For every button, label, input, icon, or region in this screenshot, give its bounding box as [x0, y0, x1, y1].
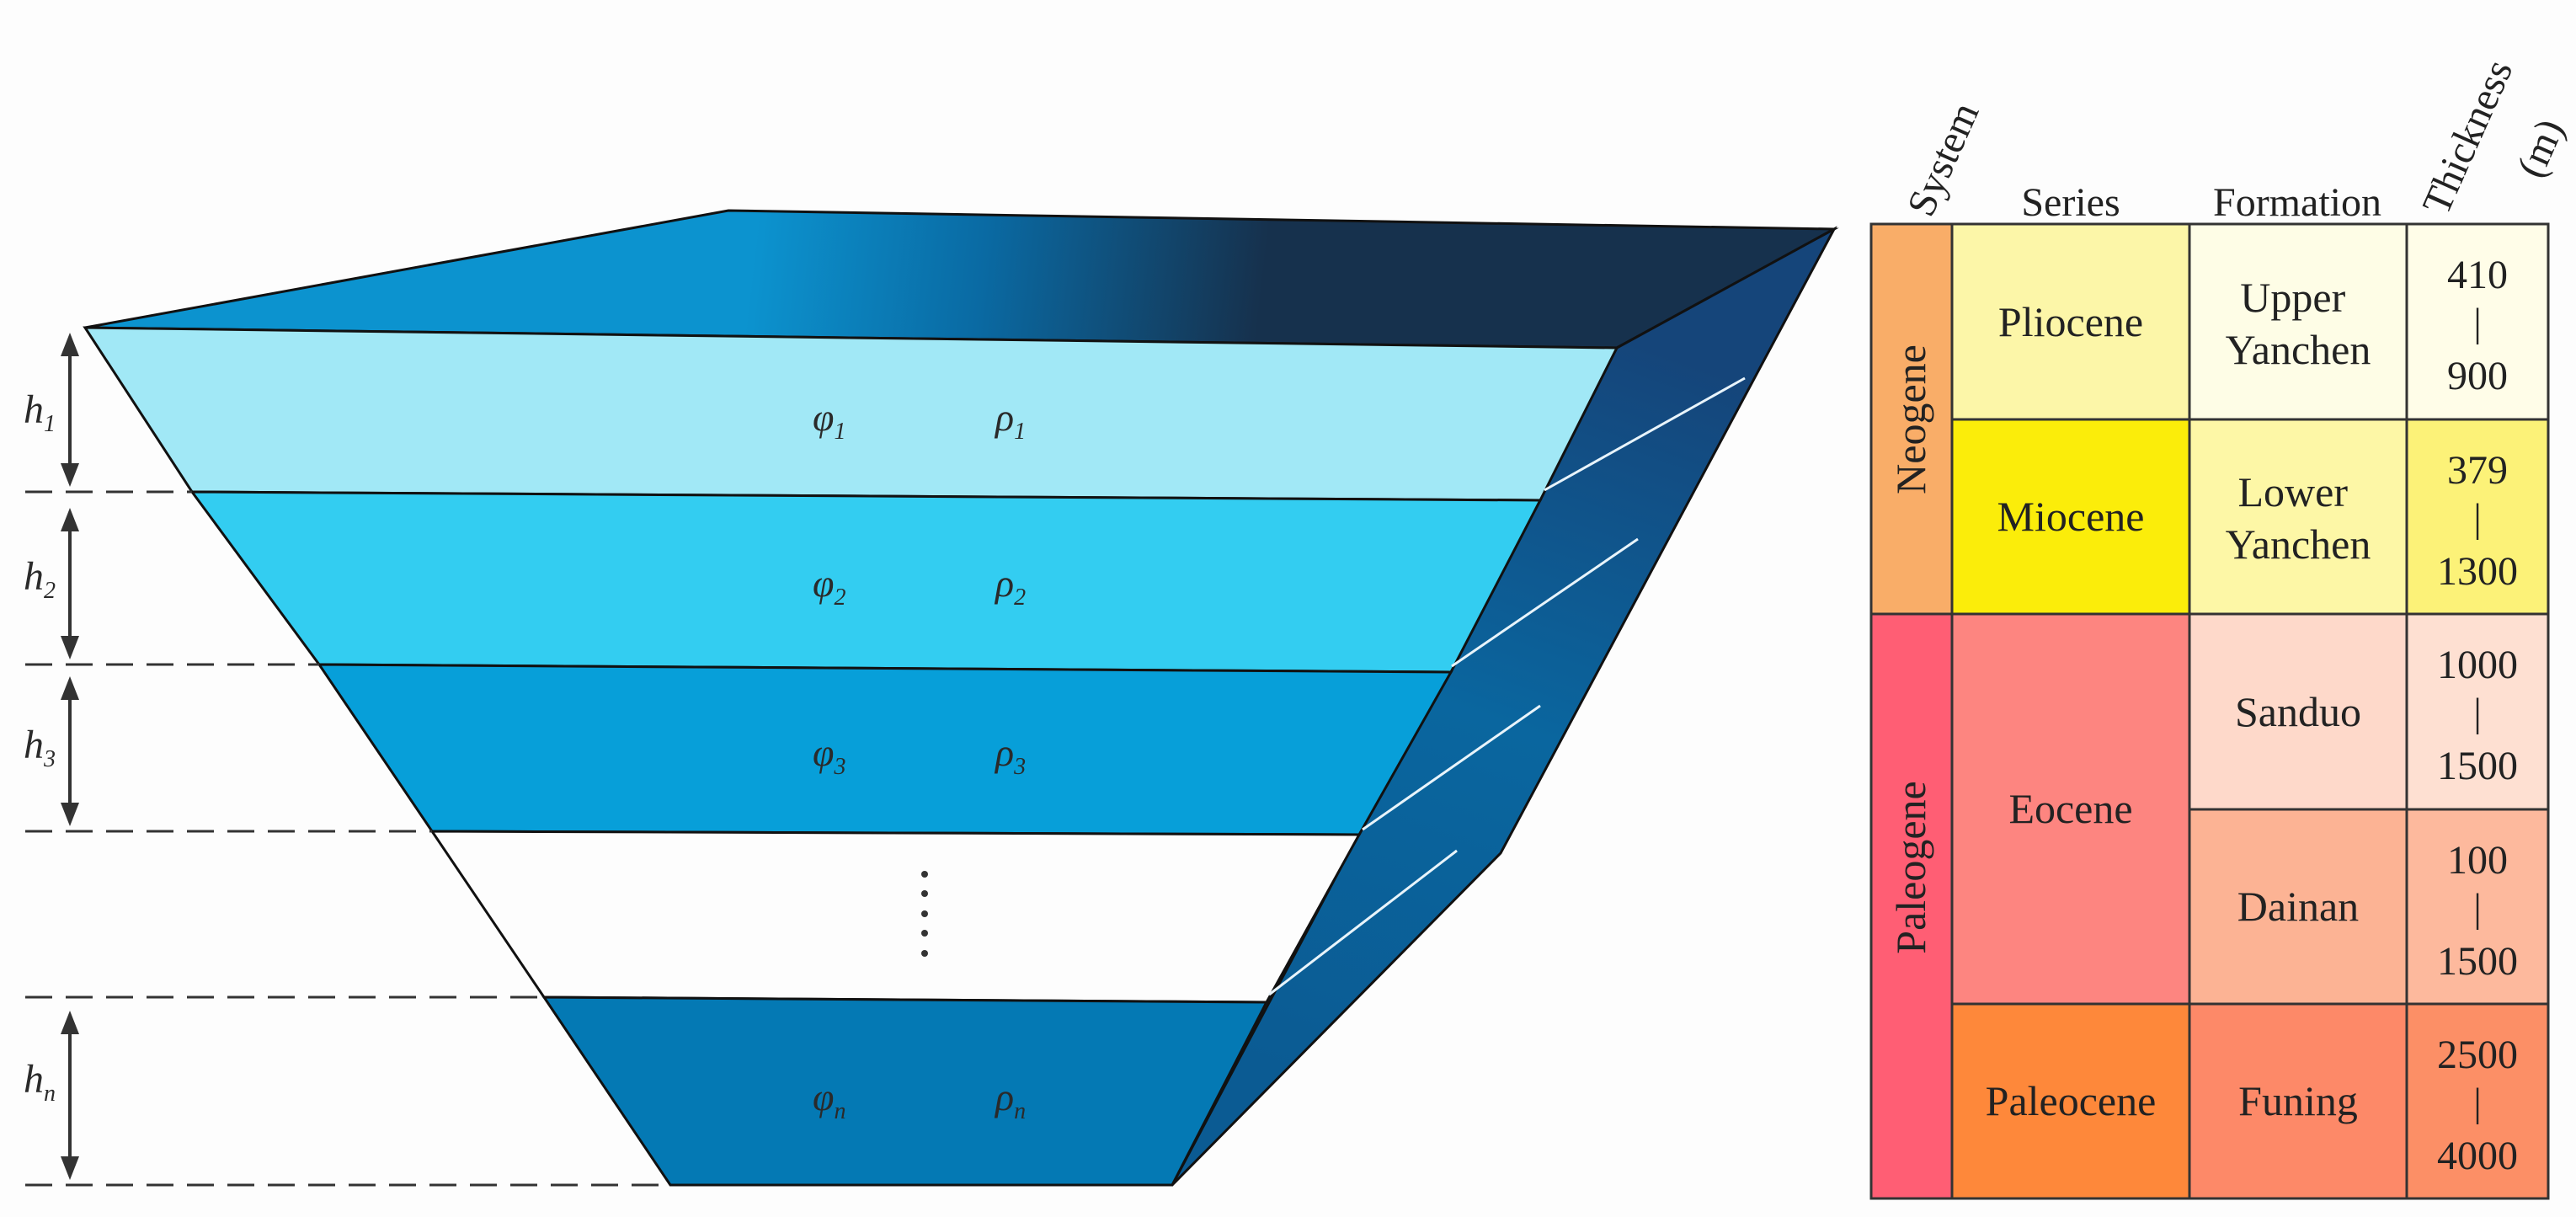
layer-n-face	[541, 995, 1269, 1187]
arrow-head-down-icon	[61, 803, 79, 826]
h-label-3: h3	[24, 723, 56, 772]
thickness-cell-5	[2407, 1004, 2548, 1198]
block-top-face	[84, 209, 1839, 350]
formation-sanduo-label: Sanduo	[2235, 688, 2361, 735]
thickness-cell-1	[2407, 224, 2548, 419]
header-system: System	[1899, 96, 1988, 223]
thickness-cell-3	[2407, 614, 2548, 809]
series-eocene-cell	[1952, 614, 2189, 1004]
arrow-head-up-icon	[61, 1011, 79, 1034]
table-grid	[1869, 222, 2550, 1200]
h-label-2: h2	[24, 554, 56, 604]
rho-label-2: ρ2	[994, 562, 1026, 611]
formation-upper-yanchen-cell	[2189, 224, 2407, 419]
side-face-guide-lines	[1268, 376, 1746, 996]
formation-upper-yanchen-label: Upper Yanchen	[2226, 274, 2371, 373]
series-pliocene-label: Pliocene	[1998, 298, 2143, 345]
series-miocene-label: Miocene	[1997, 493, 2145, 540]
series-pliocene-cell	[1952, 224, 2189, 419]
header-thickness-unit: (m)	[2509, 113, 2573, 184]
stratigraphic-table: System Series Formation Thickness (m) Ne…	[1869, 53, 2573, 1200]
formation-funing-label: Funing	[2238, 1077, 2358, 1124]
system-neogene-label: Neogene	[1887, 344, 1934, 494]
formation-dainan-cell	[2189, 809, 2407, 1004]
series-paleocene-label: Paleocene	[1986, 1077, 2157, 1124]
system-paleogene-cell	[1871, 614, 1952, 1198]
level-dashed-lines	[25, 490, 670, 1187]
series-miocene-cell	[1952, 419, 2189, 614]
h-label-n: hn	[24, 1057, 56, 1107]
system-neogene-cell	[1871, 224, 1952, 614]
header-thickness: Thickness	[2414, 53, 2522, 221]
phi-label-2: φ2	[813, 562, 845, 611]
header-series: Series	[2021, 180, 2120, 225]
thickness-range-2: 379|1300	[2437, 448, 2518, 594]
ellipsis-dots	[921, 871, 928, 957]
phi-label-n: φn	[813, 1076, 845, 1124]
thickness-range-1: 410|900	[2447, 253, 2508, 398]
formation-funing-cell	[2189, 1004, 2407, 1198]
thickness-range-5: 2500|4000	[2437, 1033, 2518, 1178]
arrow-head-up-icon	[61, 508, 79, 531]
thickness-range-4: 100|1500	[2437, 838, 2518, 984]
formation-lower-yanchen-cell	[2189, 419, 2407, 614]
layer-gap-face	[429, 830, 1362, 1004]
arrow-head-up-icon	[61, 676, 79, 700]
rho-label-1: ρ1	[994, 396, 1026, 445]
system-paleogene-label: Paleogene	[1887, 781, 1934, 953]
thickness-cell-4	[2407, 809, 2548, 1004]
arrow-head-down-icon	[61, 636, 79, 659]
arrow-head-down-icon	[61, 1156, 79, 1180]
header-formation: Formation	[2213, 180, 2381, 225]
thickness-arrows	[61, 333, 79, 1180]
thickness-cell-2	[2407, 419, 2548, 614]
thickness-range-3: 1000|1500	[2437, 643, 2518, 788]
arrow-head-down-icon	[61, 463, 79, 487]
arrow-head-up-icon	[61, 333, 79, 356]
formation-sanduo-cell	[2189, 614, 2407, 809]
layer-3-face	[317, 663, 1453, 836]
layer-2-face	[189, 490, 1543, 674]
rho-label-3: ρ3	[994, 731, 1026, 780]
phi-label-1: φ1	[813, 396, 845, 445]
h-label-1: h1	[24, 387, 56, 437]
layered-block	[83, 209, 1839, 1187]
series-eocene-label: Eocene	[2008, 785, 2132, 832]
rho-label-n: ρn	[994, 1076, 1026, 1124]
formation-lower-yanchen-label: Lower Yanchen	[2226, 468, 2371, 568]
formation-dainan-label: Dainan	[2237, 883, 2359, 930]
layer-1-face	[83, 326, 1619, 502]
phi-label-3: φ3	[813, 731, 845, 780]
series-paleocene-cell	[1952, 1004, 2189, 1198]
